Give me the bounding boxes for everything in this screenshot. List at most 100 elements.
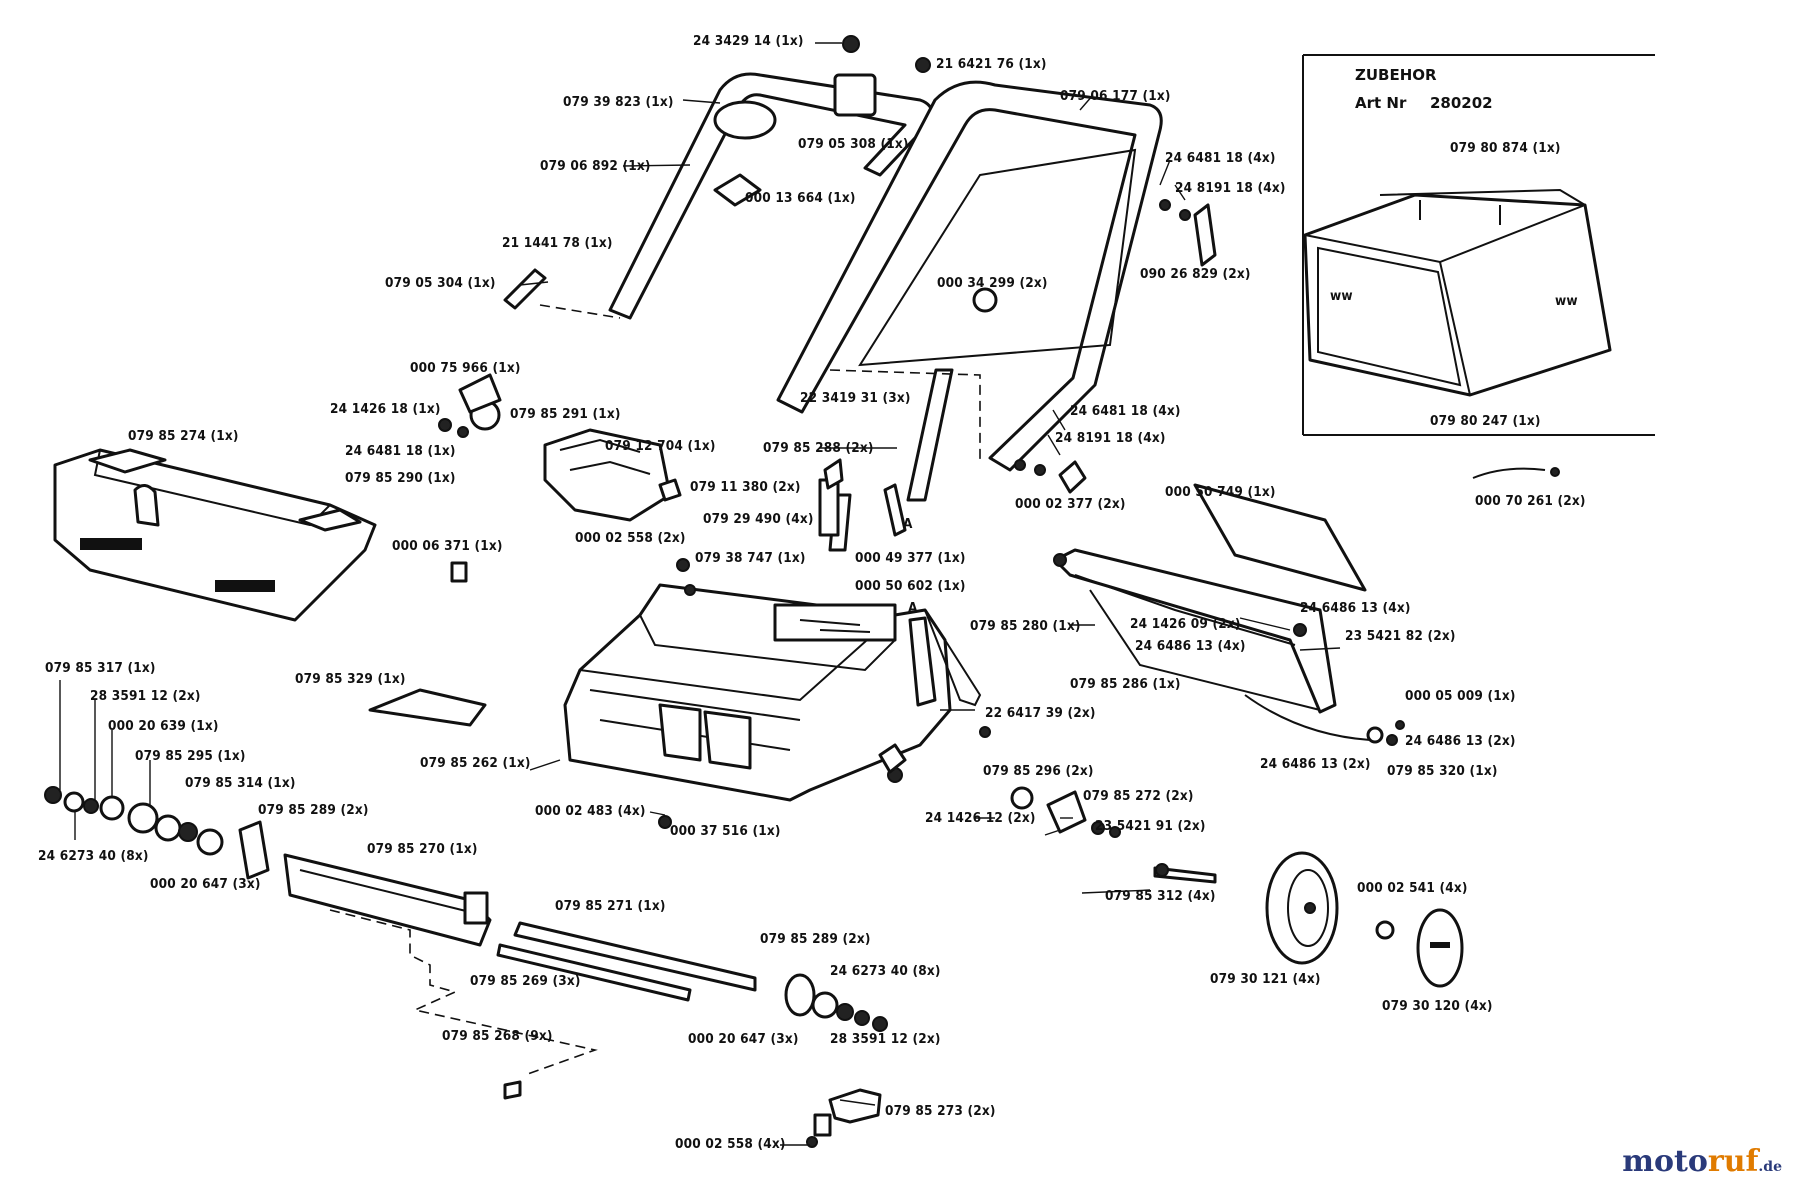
flap-sheet bbox=[1193, 483, 1367, 592]
part-label: 24 6486 13 (2x) bbox=[1405, 733, 1516, 749]
part-label: 079 85 280 (1x) bbox=[970, 618, 1081, 634]
wheel-parts bbox=[1010, 786, 1464, 988]
part-label: 079 85 270 (1x) bbox=[367, 841, 478, 857]
cover-plate bbox=[368, 688, 487, 727]
marker-a-upper: A bbox=[903, 516, 913, 532]
part-label: 24 6273 40 (8x) bbox=[830, 963, 941, 979]
part-label: 24 6481 18 (4x) bbox=[1070, 403, 1181, 419]
part-label: 000 20 647 (3x) bbox=[150, 876, 261, 892]
part-label: 24 3429 14 (1x) bbox=[693, 33, 804, 49]
shaft-long bbox=[513, 921, 757, 992]
part-label: 079 85 262 (1x) bbox=[420, 755, 531, 771]
part-label: 24 1426 09 (2x) bbox=[1130, 616, 1241, 632]
part-label: 24 8191 18 (4x) bbox=[1055, 430, 1166, 446]
switch-box bbox=[458, 373, 502, 414]
switch-lever bbox=[713, 100, 777, 140]
part-label: 000 02 558 (2x) bbox=[575, 530, 686, 546]
logo-text-tld: .de bbox=[1758, 1159, 1782, 1175]
handle-assembly bbox=[503, 35, 1217, 552]
part-label: 079 85 289 (2x) bbox=[760, 931, 871, 947]
part-label: 000 20 639 (1x) bbox=[108, 718, 219, 734]
part-label: 000 20 647 (3x) bbox=[688, 1031, 799, 1047]
shaft-short bbox=[496, 943, 692, 1002]
logo-text-accent: ruf bbox=[1707, 1144, 1759, 1179]
part-label: 079 80 874 (1x) bbox=[1450, 140, 1561, 156]
part-label: 079 39 823 (1x) bbox=[563, 94, 674, 110]
handle-bar-right bbox=[883, 483, 907, 537]
part-label: 079 85 274 (1x) bbox=[128, 428, 239, 444]
part-label: 079 85 312 (4x) bbox=[1105, 888, 1216, 904]
part-label: 079 29 490 (4x) bbox=[703, 511, 814, 527]
lower-handle-tube bbox=[906, 368, 954, 502]
part-label: 079 11 380 (2x) bbox=[690, 479, 801, 495]
part-label: 079 85 291 (1x) bbox=[510, 406, 621, 422]
part-label: 21 6421 76 (1x) bbox=[936, 56, 1047, 72]
part-label: 24 6273 40 (8x) bbox=[38, 848, 149, 864]
drive-gear bbox=[238, 820, 270, 880]
cable-holder bbox=[503, 268, 547, 310]
part-label: 24 8191 18 (4x) bbox=[1175, 180, 1286, 196]
part-label: 28 3591 12 (2x) bbox=[90, 688, 201, 704]
part-label: 079 85 286 (1x) bbox=[1070, 676, 1181, 692]
accessory-article-number: 280202 bbox=[1430, 94, 1493, 112]
rear-wheel bbox=[1265, 851, 1339, 965]
part-label: 079 85 288 (2x) bbox=[763, 440, 874, 456]
svg-text:ww: ww bbox=[1330, 288, 1353, 304]
chassis-deck bbox=[563, 558, 991, 829]
part-label: 28 3591 12 (2x) bbox=[830, 1031, 941, 1047]
part-label: 000 37 516 (1x) bbox=[670, 823, 781, 839]
handle-knob bbox=[972, 287, 998, 313]
cable-clip bbox=[833, 73, 877, 117]
part-label: 079 85 295 (1x) bbox=[135, 748, 246, 764]
part-label: 24 1426 12 (2x) bbox=[925, 810, 1036, 826]
part-label: 079 85 289 (2x) bbox=[258, 802, 369, 818]
part-label: 24 6486 13 (2x) bbox=[1260, 756, 1371, 772]
part-label: 079 85 273 (2x) bbox=[885, 1103, 996, 1119]
part-label: 000 06 371 (1x) bbox=[392, 538, 503, 554]
handle-clamp bbox=[1058, 460, 1087, 494]
part-label: 24 6486 13 (4x) bbox=[1300, 600, 1411, 616]
part-label: 24 1426 18 (1x) bbox=[330, 401, 441, 417]
accessory-article-label: Art Nr bbox=[1355, 94, 1407, 112]
part-label: 079 85 320 (1x) bbox=[1387, 763, 1498, 779]
grass-catcher-box: ww ww bbox=[1303, 188, 1612, 397]
part-labels: 24 3429 14 (1x) 21 6421 76 (1x) 079 39 8… bbox=[38, 33, 1585, 1152]
top-cover bbox=[53, 448, 377, 622]
leader-lines bbox=[59, 42, 1341, 1146]
part-label: 21 1441 78 (1x) bbox=[502, 235, 613, 251]
part-label: 24 6486 13 (4x) bbox=[1135, 638, 1246, 654]
part-label: 079 05 304 (1x) bbox=[385, 275, 496, 291]
part-label: 000 13 664 (1x) bbox=[745, 190, 856, 206]
motor bbox=[438, 373, 844, 583]
part-label: 000 02 541 (4x) bbox=[1357, 880, 1468, 896]
watermark-logo: motoruf.de bbox=[1622, 1144, 1782, 1179]
part-label: 079 85 317 (1x) bbox=[45, 660, 156, 676]
part-label: 079 06 177 (1x) bbox=[1060, 88, 1171, 104]
marker-a-lower: A bbox=[908, 600, 918, 616]
part-label: 000 50 602 (1x) bbox=[855, 578, 966, 594]
part-label: 079 85 269 (3x) bbox=[470, 973, 581, 989]
part-label: 079 12 704 (1x) bbox=[605, 438, 716, 454]
rear-flap bbox=[1053, 467, 1560, 746]
part-label: 079 85 268 (9x) bbox=[442, 1028, 553, 1044]
part-label: 23 5421 82 (2x) bbox=[1345, 628, 1456, 644]
axle-bracket bbox=[806, 1088, 882, 1148]
switch-housing bbox=[713, 173, 762, 207]
part-label: 079 85 329 (1x) bbox=[295, 671, 406, 687]
part-label: 079 06 892 (1x) bbox=[540, 158, 651, 174]
shaft-gear bbox=[784, 973, 816, 1017]
clamp-lever bbox=[1193, 203, 1217, 267]
tine-blade bbox=[503, 1080, 522, 1100]
part-label: 24 6481 18 (4x) bbox=[1165, 150, 1276, 166]
part-label: 000 02 483 (4x) bbox=[535, 803, 646, 819]
part-label: 079 30 120 (4x) bbox=[1382, 998, 1493, 1014]
accessory-inset: ZUBEHOR Art Nr 280202 ww ww bbox=[1302, 54, 1655, 436]
part-label: 079 80 247 (1x) bbox=[1430, 413, 1541, 429]
accessory-title: ZUBEHOR bbox=[1355, 66, 1437, 84]
part-label: 22 6417 39 (2x) bbox=[985, 705, 1096, 721]
part-label: 23 5421 91 (2x) bbox=[1095, 818, 1206, 834]
cable-clamp bbox=[450, 561, 468, 583]
part-label: 000 05 009 (1x) bbox=[1405, 688, 1516, 704]
